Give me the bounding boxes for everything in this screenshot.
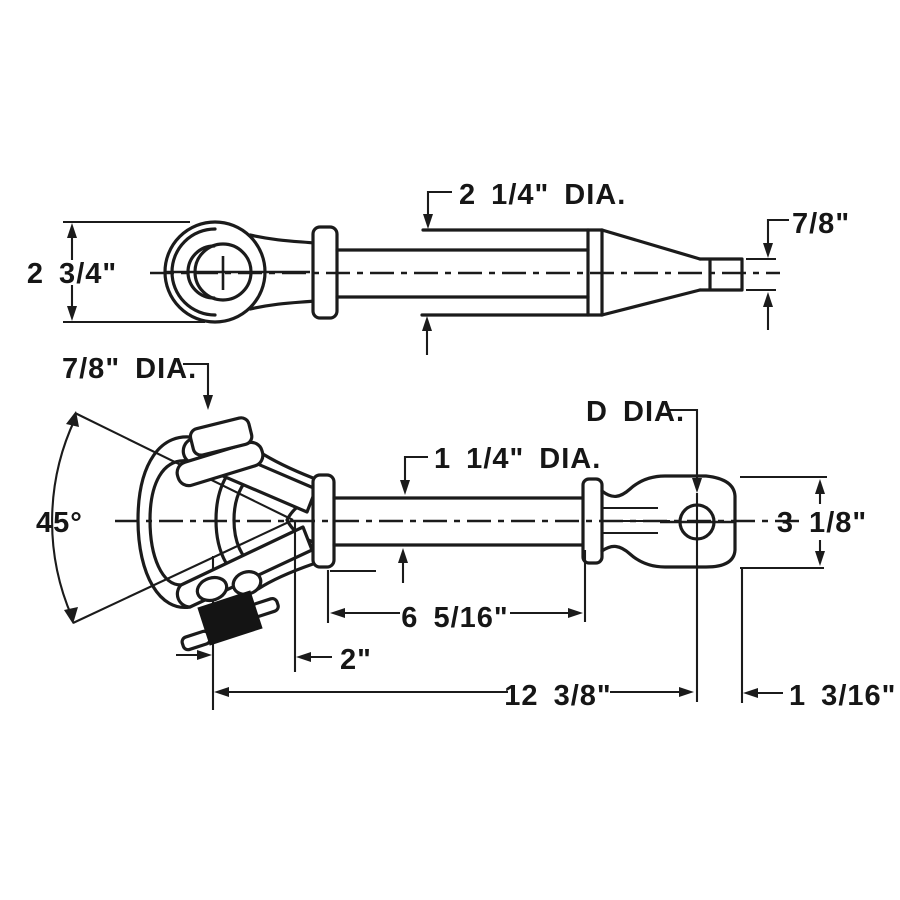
tip-section xyxy=(698,257,744,292)
neck-bottom xyxy=(248,299,317,311)
dim-end-height: 3 1/8" xyxy=(740,475,867,570)
dim-tip-dia-label: 7/8" xyxy=(792,208,850,240)
dim-tip-dia: 7/8" xyxy=(746,208,850,330)
dim-exposed-length-label: 6 5/16" xyxy=(401,602,508,634)
top-view-eye-rod: 2 3/4" 2 1/4" DIA. 7/8" xyxy=(27,179,850,355)
taper-top xyxy=(600,228,702,261)
dim-rod-dia-label: 1 1/4" DIA. xyxy=(434,443,601,475)
dim-overall-length: 12 3/8" xyxy=(214,680,694,712)
dim-hole-dia-label: D DIA. xyxy=(586,396,685,428)
swing-arc xyxy=(51,418,76,618)
dim-body-dia: 2 1/4" DIA. xyxy=(422,179,626,355)
bottom-view-clevis-rod: 45° xyxy=(36,353,896,712)
dim-pin-offset-label: 2" xyxy=(340,644,372,676)
dim-hole-dia: D DIA. xyxy=(586,396,702,702)
taper-bottom xyxy=(600,288,702,317)
dim-eye-height: 2 3/4" xyxy=(27,223,117,321)
dim-overall-length-label: 12 3/8" xyxy=(504,680,611,712)
dim-pin-offset: 2" xyxy=(176,522,372,676)
dim-exposed-length: 6 5/16" xyxy=(326,550,587,634)
neck-top xyxy=(248,233,317,245)
dim-end-height-label: 3 1/8" xyxy=(777,507,867,539)
dim-body-dia-label: 2 1/4" DIA. xyxy=(459,179,626,211)
pin-head xyxy=(188,416,254,457)
nut-washer-left xyxy=(195,575,229,603)
clevis-assembly xyxy=(136,416,318,652)
swing-angle-construction: 45° xyxy=(36,411,294,624)
pin-nut xyxy=(197,590,263,646)
swing-lower-line xyxy=(72,519,294,624)
dim-pin-dia-label: 7/8" DIA. xyxy=(62,353,197,385)
swing-angle-label: 45° xyxy=(36,507,83,539)
dim-rod-dia: 1 1/4" DIA. xyxy=(398,443,601,583)
dim-hole-edge-distance-label: 1 3/16" xyxy=(789,680,896,712)
dim-eye-height-label: 2 3/4" xyxy=(27,258,117,290)
dim-pin-dia: 7/8" DIA. xyxy=(62,353,213,410)
dim-hole-edge-distance: 1 3/16" xyxy=(740,568,896,712)
